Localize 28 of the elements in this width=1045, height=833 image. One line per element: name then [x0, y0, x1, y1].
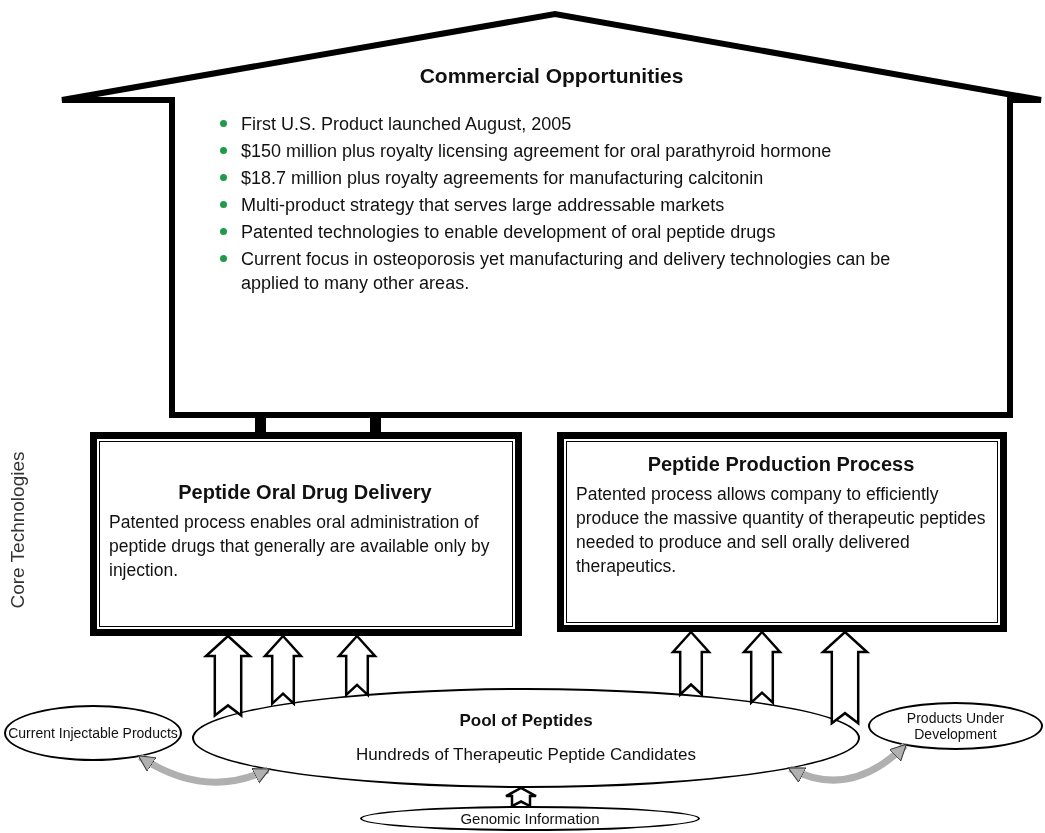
ellipse-label: Products Under Development — [905, 709, 1006, 743]
bullet-text: $18.7 million plus royalty agreements for manufacturing calcitonin — [241, 167, 764, 190]
ellipse-text: Hundreds of Therapeutic Peptide Candidates — [356, 745, 696, 765]
box-description: Patented process enables oral administration of peptide drugs that generally are available only by injection. — [109, 511, 491, 582]
bullet-text: Patented technologies to enable development of oral peptide drugs — [241, 221, 776, 244]
block-arrow — [202, 634, 254, 718]
block-arrow — [741, 630, 783, 706]
technology-box — [90, 432, 522, 636]
technology-box — [557, 432, 1007, 632]
ellipse-label: Current Injectable Products — [8, 724, 178, 742]
box-heading: Peptide Production Process — [646, 453, 916, 476]
box-heading: Peptide Oral Drug Delivery — [177, 481, 433, 504]
block-arrow — [262, 634, 304, 707]
block-arrow — [819, 630, 871, 726]
ellipse-label: Genomic Information — [460, 809, 600, 828]
bullet-text: Current focus in osteoporosis yet manufacturing and delivery technologies can be applied to many other areas. — [241, 248, 892, 295]
bullet-text: Multi-product strategy that serves large addressable markets — [241, 194, 725, 217]
curved-arrow — [787, 743, 908, 784]
curved-arrow — [137, 753, 271, 786]
ellipse-heading: Pool of Peptides — [459, 711, 593, 731]
block-arrow — [670, 630, 712, 698]
side-label: Core Technologies — [7, 451, 29, 609]
block-arrow — [336, 634, 378, 698]
bullet-text: First U.S. Product launched August, 2005 — [241, 113, 572, 136]
house-title: Commercial Opportunities — [419, 64, 684, 88]
bullet-text: $150 million plus royalty licensing agreement for oral parathyroid hormone — [241, 140, 832, 163]
box-description: Patented process allows company to efficiently produce the massive quantity of therapeutic peptides needed to produce and sell orally delivered therapeutics. — [576, 483, 986, 578]
block-arrow — [504, 786, 538, 809]
